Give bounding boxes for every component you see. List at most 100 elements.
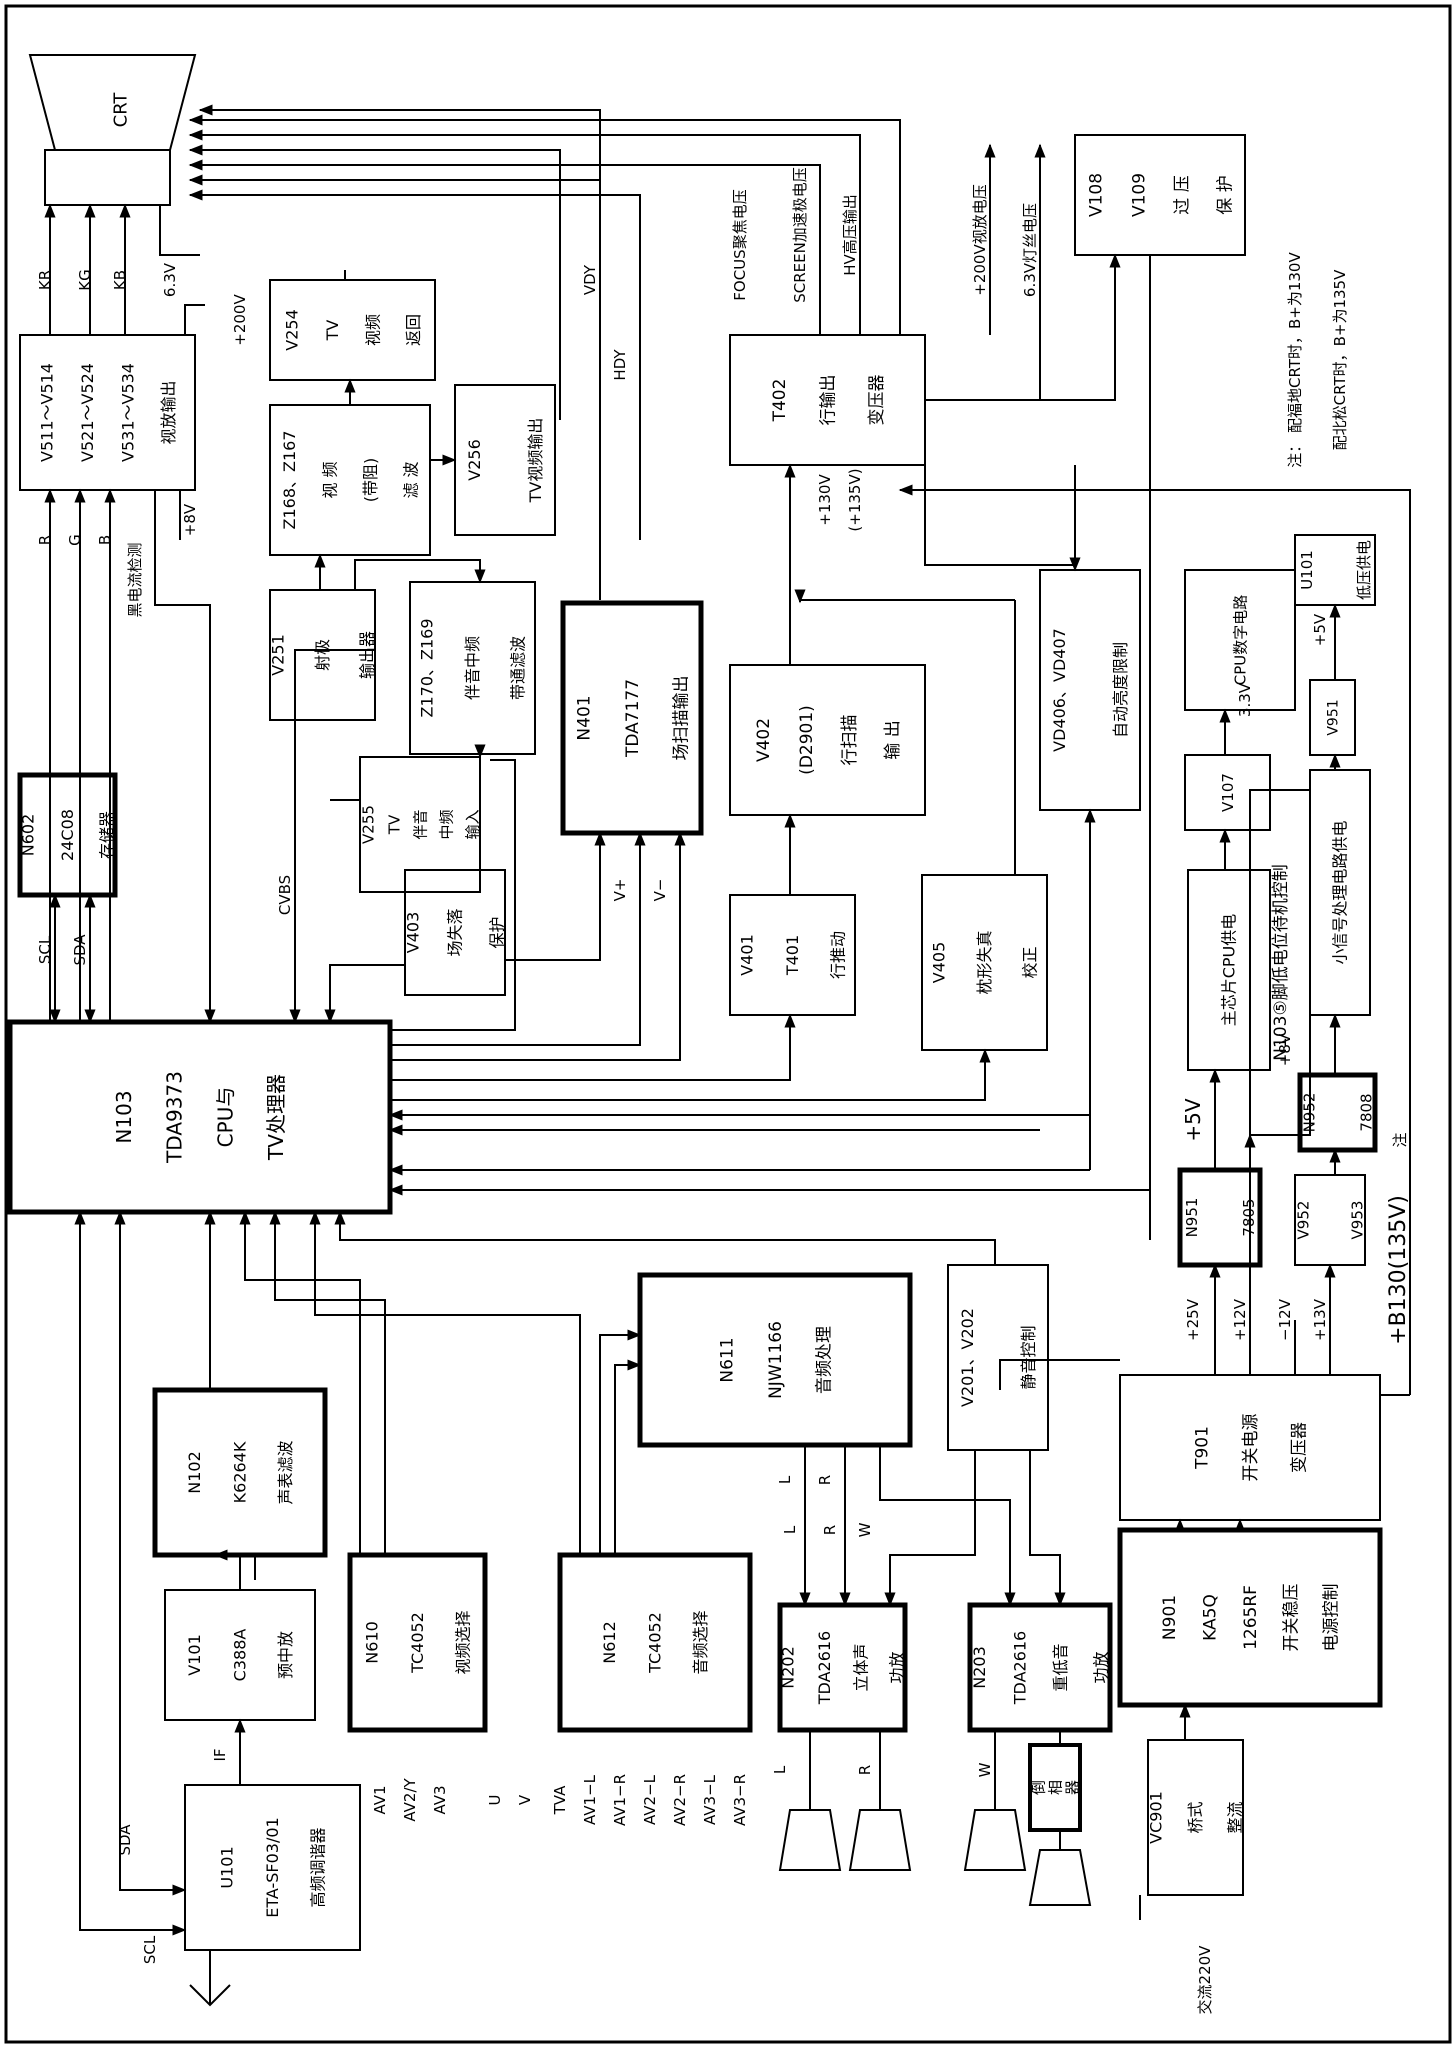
label-focus: FOCUS聚焦电压 xyxy=(731,189,749,300)
label-kg: KG xyxy=(76,269,94,290)
label-spw: W xyxy=(976,1762,994,1777)
label-av2r: AV2−R xyxy=(671,1774,689,1826)
block-v951-line: V951 xyxy=(1325,699,1341,735)
block-v952-line: V953 xyxy=(1348,1201,1366,1240)
block-v201-line: 静音控制 xyxy=(1019,1325,1038,1389)
block-n401-line: 场扫描输出 xyxy=(671,676,691,761)
label-b: B xyxy=(96,535,114,545)
block-vc901 xyxy=(1147,1739,1244,1896)
block-n203-line: TDA2616 xyxy=(1010,1631,1029,1705)
block-v401-line: T401 xyxy=(783,935,802,976)
label-v135: (+135V) xyxy=(846,468,864,531)
block-crt-line: CRT xyxy=(110,92,131,128)
label-av2l: AV2−L xyxy=(641,1774,659,1825)
block-v201-line: V201、V202 xyxy=(958,1308,977,1407)
block-u101-line: U101 xyxy=(218,1846,237,1888)
block-n901-line: 电源控制 xyxy=(1322,1584,1342,1652)
block-v255-line: V255 xyxy=(359,805,377,844)
label-sda: SDA xyxy=(71,934,89,966)
block-z170-line: 带通滤波 xyxy=(509,636,528,700)
block-n901-line: 开关稳压 xyxy=(1281,1584,1301,1652)
block-v402-line: V402 xyxy=(754,718,774,762)
label-spl: L xyxy=(771,1765,789,1774)
block-v403 xyxy=(404,869,506,996)
block-v403-line: 保护 xyxy=(488,916,507,948)
block-n203-line: 功放 xyxy=(1091,1651,1110,1683)
block-v255-line: TV xyxy=(385,814,403,835)
block-n102-line: N102 xyxy=(185,1451,204,1494)
block-label-crt: CRT xyxy=(110,92,131,128)
block-n103-line: CPU与 xyxy=(213,1087,237,1148)
block-n951-line: N951 xyxy=(1183,1198,1201,1238)
block-v511-line: V511～V514 xyxy=(37,363,56,462)
label-sl: L xyxy=(776,1475,794,1484)
block-v108-line: V109 xyxy=(1129,173,1149,217)
block-v254-line: TV xyxy=(323,320,342,342)
label-note1: 注： 配福地CRT时，B+为130V xyxy=(1286,252,1304,468)
block-n612 xyxy=(557,1552,753,1733)
block-t901-line: T901 xyxy=(1193,1426,1213,1470)
block-n610-line: N610 xyxy=(363,1621,382,1664)
block-vc901-line: VC901 xyxy=(1147,1791,1166,1844)
label-vminus: V− xyxy=(651,879,669,902)
block-v256-line: V256 xyxy=(465,439,484,480)
label-kb: KB xyxy=(111,270,129,290)
crt-neck-shape xyxy=(44,149,171,206)
block-v405-line: V405 xyxy=(930,942,949,983)
block-n952-line: N952 xyxy=(1300,1093,1318,1133)
block-n102-line: K6264K xyxy=(231,1441,250,1503)
block-label-v201: V201、V202 静音控制 xyxy=(958,1308,1038,1407)
block-v511-line: V531～V534 xyxy=(118,363,137,462)
label-scl: SCL xyxy=(36,935,54,964)
block-v254-line: V254 xyxy=(282,309,301,350)
block-main_cpu-line: 主芯片CPU供电 xyxy=(1220,914,1239,1027)
block-t901-line: 变压器 xyxy=(1289,1422,1309,1473)
block-n202-line: N202 xyxy=(779,1646,798,1689)
label-v: V xyxy=(516,1794,534,1805)
block-v402 xyxy=(729,664,926,816)
block-n611-line: NJW1166 xyxy=(766,1321,786,1399)
label-vm12: −12V xyxy=(1276,1298,1294,1341)
label-u: U xyxy=(486,1795,504,1806)
block-phase-line: 倒 xyxy=(1029,1780,1047,1795)
block-n602-line: 24C08 xyxy=(58,809,77,861)
block-phase xyxy=(1028,1743,1082,1832)
block-v101-line: 预中放 xyxy=(276,1631,295,1679)
block-n103-line: TDA9373 xyxy=(163,1071,187,1164)
block-n103ctl-line: N103⑤脚低电位待机控制 xyxy=(1271,864,1291,1060)
block-u101-line: ETA-SF03/01 xyxy=(263,1817,282,1917)
block-label-small_sig: 小信号处理电路供电 xyxy=(1331,820,1350,964)
block-v403-line: 场失落 xyxy=(446,908,465,956)
block-v401-line: 行推动 xyxy=(829,931,848,979)
antenna-icon xyxy=(189,1950,231,2007)
block-n612-line: TC4052 xyxy=(646,1612,665,1674)
block-n952-line: 7808 xyxy=(1357,1093,1375,1131)
block-v255-line: 中频 xyxy=(437,809,455,839)
block-v255-line: 输入 xyxy=(463,809,481,839)
label-v33: 3.3V xyxy=(1236,682,1254,717)
block-v108-line: 保 护 xyxy=(1216,175,1236,214)
label-av1l: AV1−L xyxy=(581,1774,599,1825)
block-n103-line: N103 xyxy=(112,1090,136,1143)
block-label-v402: V402(D2901)行扫描输 出 xyxy=(754,705,903,775)
block-n610-line: TC4052 xyxy=(408,1612,427,1674)
block-n610-line: 视频选择 xyxy=(454,1610,473,1674)
block-v201 xyxy=(947,1264,1049,1451)
